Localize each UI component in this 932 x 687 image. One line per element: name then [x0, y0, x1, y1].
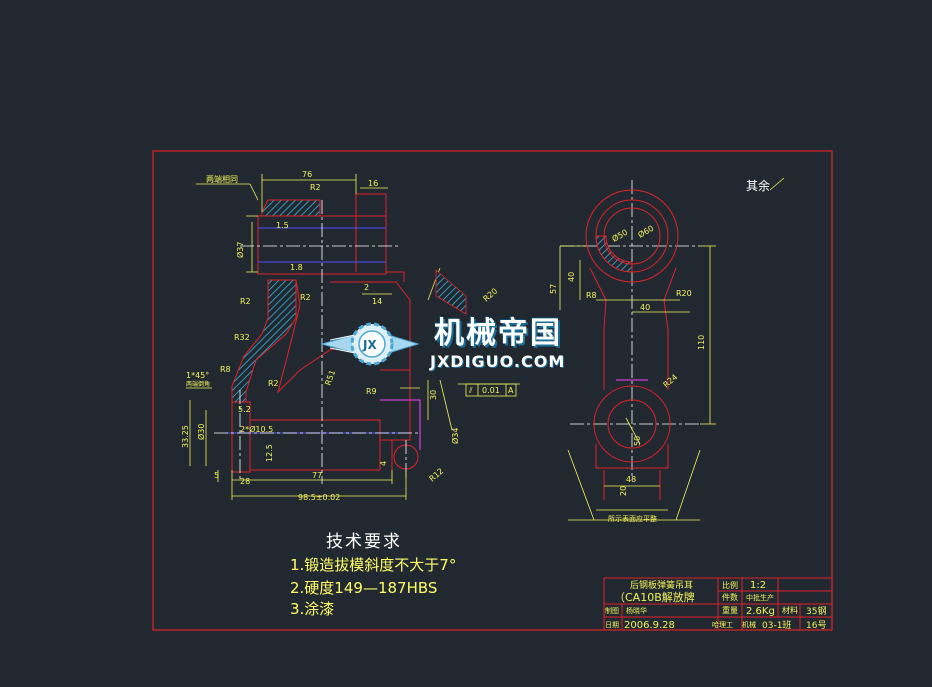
centerlines	[214, 180, 700, 484]
tb-class-value: 03-1班	[762, 619, 791, 631]
tb-number-value: 16号	[806, 620, 826, 631]
tb-weight-label: 重量	[722, 605, 738, 615]
tolerance-frame	[465, 383, 517, 397]
tb-model: （CA10B解放牌	[614, 590, 695, 604]
dim-r32: R32	[234, 333, 250, 342]
dim-50: 50	[633, 436, 642, 446]
dim-125: 12.5	[265, 444, 274, 462]
dim-r9: R9	[366, 387, 377, 396]
dim-r60: Ø60	[636, 223, 655, 240]
note-same: 两端相同	[206, 174, 238, 184]
dim-r2d: R2	[268, 379, 279, 388]
right-front-view	[585, 189, 679, 500]
tb-date-label: 日期	[605, 621, 619, 629]
dim-110: 110	[697, 335, 706, 350]
dim-20r: 20	[619, 486, 628, 496]
tb-weight-value: 2.6Kg	[746, 606, 775, 617]
dim-14: 14	[372, 297, 382, 306]
tb-qty-value: 中批生产	[746, 593, 774, 602]
dim-18: 1.8	[290, 263, 303, 272]
dim-57: 57	[549, 284, 558, 294]
note-both: 两端倒角	[186, 380, 210, 388]
tb-scale-label: 比例	[722, 580, 738, 590]
dim-r2c: R2	[300, 293, 311, 302]
tb-drawn-label: 制图	[605, 606, 619, 615]
tb-class-label: 机械	[742, 620, 756, 629]
dim-28: 28	[240, 477, 250, 486]
dim-40b: 40	[640, 303, 650, 312]
tb-part-name: 后钢板弹簧吊耳	[630, 579, 693, 591]
dim-16: 16	[368, 179, 378, 188]
tb-material-label: 材料	[782, 605, 798, 615]
dim-52: 5.2	[238, 405, 251, 414]
tb-drawn-value: 杨晓华	[626, 606, 647, 615]
title-block	[603, 577, 833, 631]
dim-15: 1.5	[276, 221, 289, 230]
dim-5: 5	[214, 471, 219, 480]
detail-hatch	[435, 269, 467, 315]
watermark-logo: JX	[320, 322, 420, 366]
dim-33: 33.25	[181, 425, 190, 448]
dim-77: 77	[312, 471, 322, 480]
logo-letters: JX	[362, 338, 377, 352]
requirement-item: 2.硬度149—187HBS	[290, 579, 438, 597]
dim-30: 30	[429, 390, 438, 400]
dim-30b: Ø30	[196, 424, 206, 440]
dimension-lines-left	[186, 174, 520, 500]
dim-2: 2	[364, 283, 369, 292]
dim-r24: R24	[662, 373, 680, 390]
dim-r20r: R20	[676, 289, 692, 298]
tb-dept-label: 哈理工	[712, 620, 733, 629]
dim-r8r: R8	[586, 291, 597, 300]
dim-r2a: R2	[310, 183, 321, 192]
dim-r12: R12	[428, 467, 446, 484]
tol-datum: A	[508, 386, 514, 395]
note-bottom: 所示表面应平整	[608, 514, 657, 523]
watermark-cn: 机械帝国	[434, 316, 562, 351]
tb-material-value: 35钢	[806, 605, 826, 617]
dim-40a: 40	[567, 272, 576, 282]
tol-value: 0.01	[482, 386, 500, 395]
drawing-frame	[152, 150, 833, 631]
requirement-item: 1.锻造拔模斜度不大于7°	[290, 556, 457, 574]
requirement-item: 3.涂漆	[290, 600, 335, 618]
dim-r20: R20	[482, 287, 500, 304]
dim-48: 48	[626, 475, 636, 484]
tb-date-value: 2006.9.28	[624, 620, 675, 631]
tb-scale-value: 1:2	[750, 580, 766, 591]
dim-76: 76	[302, 170, 312, 179]
requirements-title: 技术要求	[326, 532, 402, 552]
dim-985: 98.5±0.02	[298, 493, 340, 502]
tol-symbol: ⫽	[468, 386, 473, 395]
tb-qty-label: 件数	[722, 592, 738, 602]
dim-r2b: R2	[240, 297, 251, 306]
dim-34: Ø34	[450, 428, 460, 444]
chamfer: 1*45°	[186, 371, 209, 380]
dimension-lines-right	[559, 177, 785, 521]
watermark-en: JXDIGUO.COM	[430, 352, 566, 371]
dim-2010: 2*Ø10.5	[240, 424, 273, 434]
watermark: 机械帝国 JXDIGUO.COM	[318, 308, 618, 380]
dim-37: Ø37	[235, 242, 245, 258]
top-boss-hatch	[261, 199, 321, 217]
roughness-note: 其余	[746, 178, 770, 193]
dim-4: 4	[379, 461, 388, 466]
dim-r8: R8	[220, 365, 231, 374]
dim-r50: Ø50	[610, 227, 629, 244]
